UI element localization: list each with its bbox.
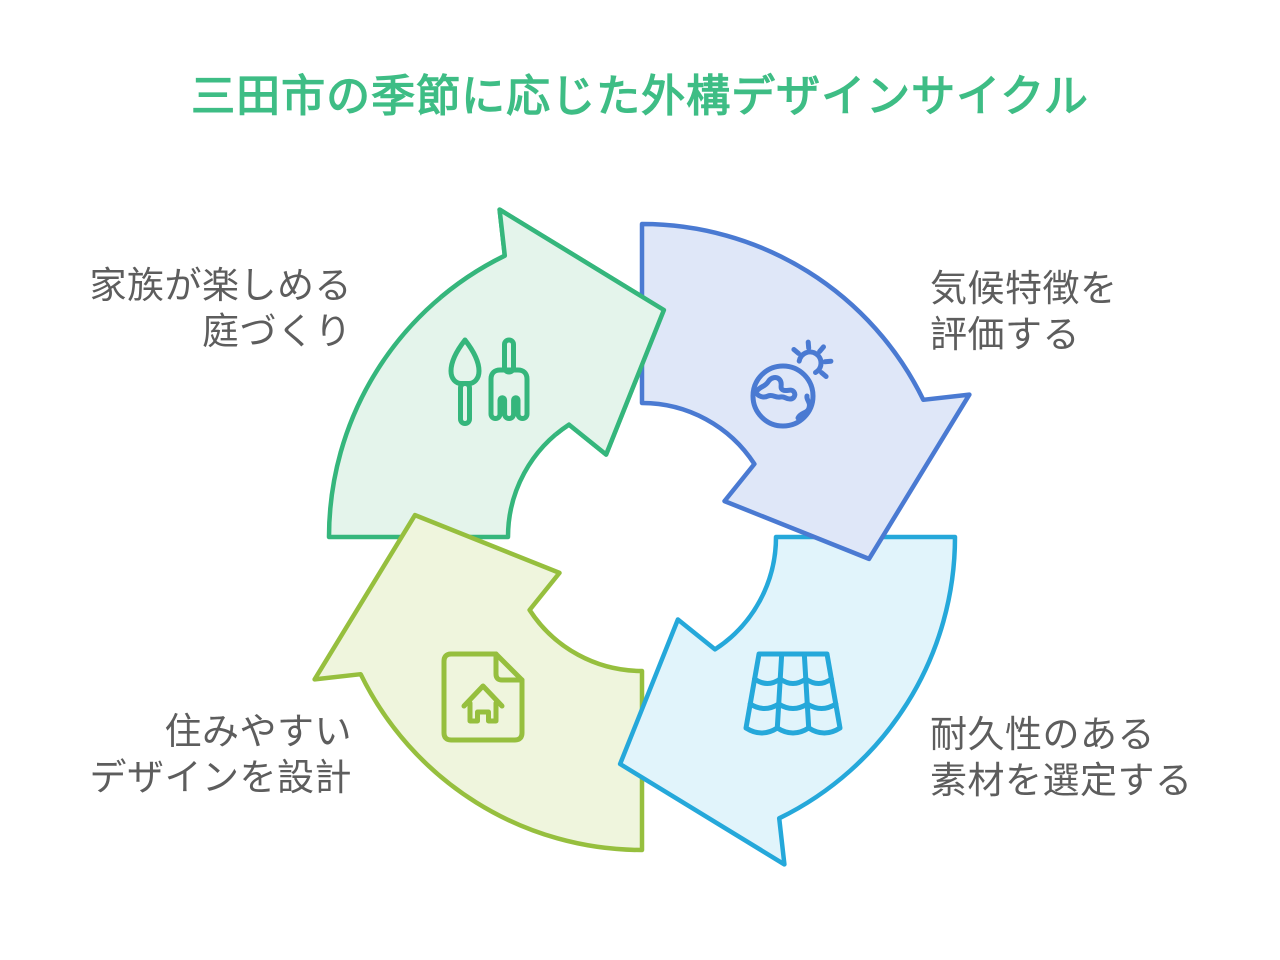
step-label-line: 耐久性のある <box>930 714 1155 755</box>
globe-sun-icon <box>750 339 834 429</box>
step-label-garden: 家族が楽しめる 庭づくり <box>55 263 352 355</box>
step-label-materials: 耐久性のある 素材を選定する <box>930 712 1193 804</box>
cycle-arrow-top-right <box>639 221 972 562</box>
roof-row-scallop <box>747 701 839 711</box>
roof-outline <box>743 651 843 736</box>
document-outline <box>441 651 525 743</box>
page-title: 三田市の季節に応じた外構デザインサイクル <box>191 72 1089 121</box>
step-label-design: 住みやすい デザインを設計 <box>55 709 352 801</box>
roof-column-line <box>801 651 812 731</box>
roof-tiles-icon <box>743 651 843 736</box>
step-label-climate: 気候特徴を 評価する <box>930 266 1118 358</box>
step-label-line: 庭づくり <box>202 311 352 352</box>
fork-tines <box>488 367 530 421</box>
trowel-handle <box>458 381 472 426</box>
step-label-line: 評価する <box>930 314 1080 355</box>
house-document-icon <box>441 651 525 743</box>
document-fold <box>493 651 525 683</box>
globe-continent-small <box>795 393 812 421</box>
house-roof <box>461 683 505 709</box>
cycle-arrow-bottom-left <box>312 512 645 853</box>
cycle-arrows <box>312 207 972 867</box>
sun-arc <box>796 349 824 375</box>
roof-column-line <box>774 651 785 731</box>
step-label-line: 住みやすい <box>164 711 352 752</box>
step-label-line: 家族が楽しめる <box>89 265 352 306</box>
step-label-line: 気候特徴を <box>930 268 1118 309</box>
step-label-line: 素材を選定する <box>930 760 1193 801</box>
globe-outline <box>750 363 816 429</box>
globe-continent <box>753 375 798 402</box>
house-walls-door <box>467 700 499 724</box>
garden-tools-icon <box>448 337 530 426</box>
roof-row-scallop <box>752 676 834 686</box>
sun-rays <box>791 339 834 379</box>
cycle-arrow-bottom-right <box>617 534 958 867</box>
step-label-line: デザインを設計 <box>89 757 352 798</box>
